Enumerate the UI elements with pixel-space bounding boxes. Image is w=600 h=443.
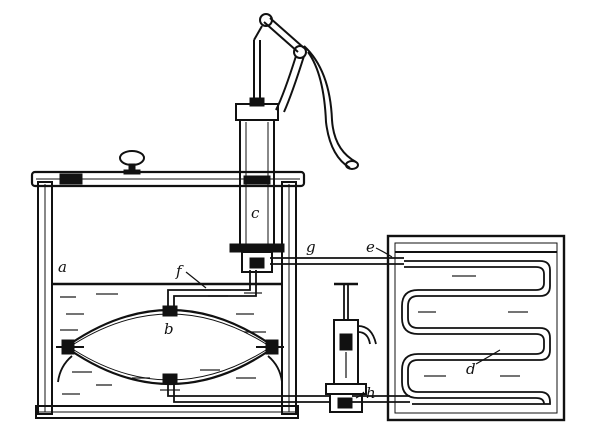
pipe-h-to-d — [352, 395, 410, 403]
leader-h — [355, 391, 365, 399]
pipe-g — [270, 257, 404, 265]
pump-c — [229, 40, 285, 273]
leader-d — [475, 349, 501, 365]
label-g-group: g — [306, 238, 316, 256]
label-g: g — [306, 238, 316, 256]
pipe-bottom — [167, 382, 330, 403]
label-f-group: f — [175, 262, 207, 289]
label-h: h — [366, 384, 376, 402]
label-c-group: c — [251, 204, 260, 222]
lid-knob — [119, 150, 145, 175]
label-b: b — [164, 320, 174, 338]
valve-h — [325, 282, 377, 413]
label-f: f — [175, 262, 184, 280]
tank-d — [386, 234, 566, 422]
label-h-group: h — [355, 384, 376, 402]
label-a-group: a — [58, 258, 67, 276]
label-a: a — [58, 258, 67, 276]
pipe-f — [167, 270, 257, 308]
label-e-group: e — [366, 238, 393, 258]
label-e: e — [366, 238, 375, 256]
label-b-group: b — [164, 320, 174, 338]
label-c: c — [251, 204, 260, 222]
label-d-group: d — [466, 349, 501, 378]
leader-f — [185, 271, 207, 289]
leader-e — [375, 247, 393, 258]
coil-d — [401, 260, 551, 405]
tank-a — [30, 150, 306, 419]
vessel-b — [56, 305, 284, 386]
pump-handle — [253, 13, 359, 170]
label-d: d — [466, 360, 476, 378]
water-tank-a — [52, 282, 282, 395]
